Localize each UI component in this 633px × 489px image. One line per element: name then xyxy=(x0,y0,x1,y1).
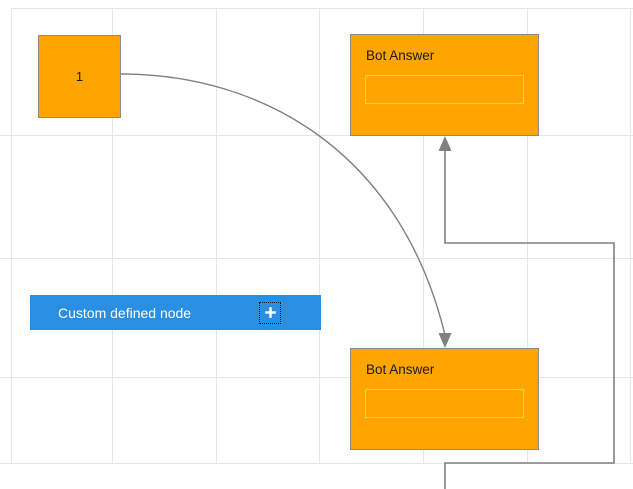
node-title: Bot Answer xyxy=(366,362,435,377)
node-title: Bot Answer xyxy=(366,48,435,63)
node-message-slot[interactable] xyxy=(365,388,524,418)
node-start-label: 1 xyxy=(75,69,84,84)
palette-item-label: Custom defined node xyxy=(58,304,192,321)
plus-icon[interactable] xyxy=(259,301,281,324)
node-start[interactable]: 1 xyxy=(38,35,121,118)
node-bot-answer-bottom[interactable]: Bot Answer xyxy=(350,348,539,450)
node-bot-answer-top[interactable]: Bot Answer xyxy=(350,34,539,136)
palette-item-custom-defined-node[interactable]: Custom defined node xyxy=(30,295,321,330)
node-message-slot[interactable] xyxy=(365,74,524,104)
